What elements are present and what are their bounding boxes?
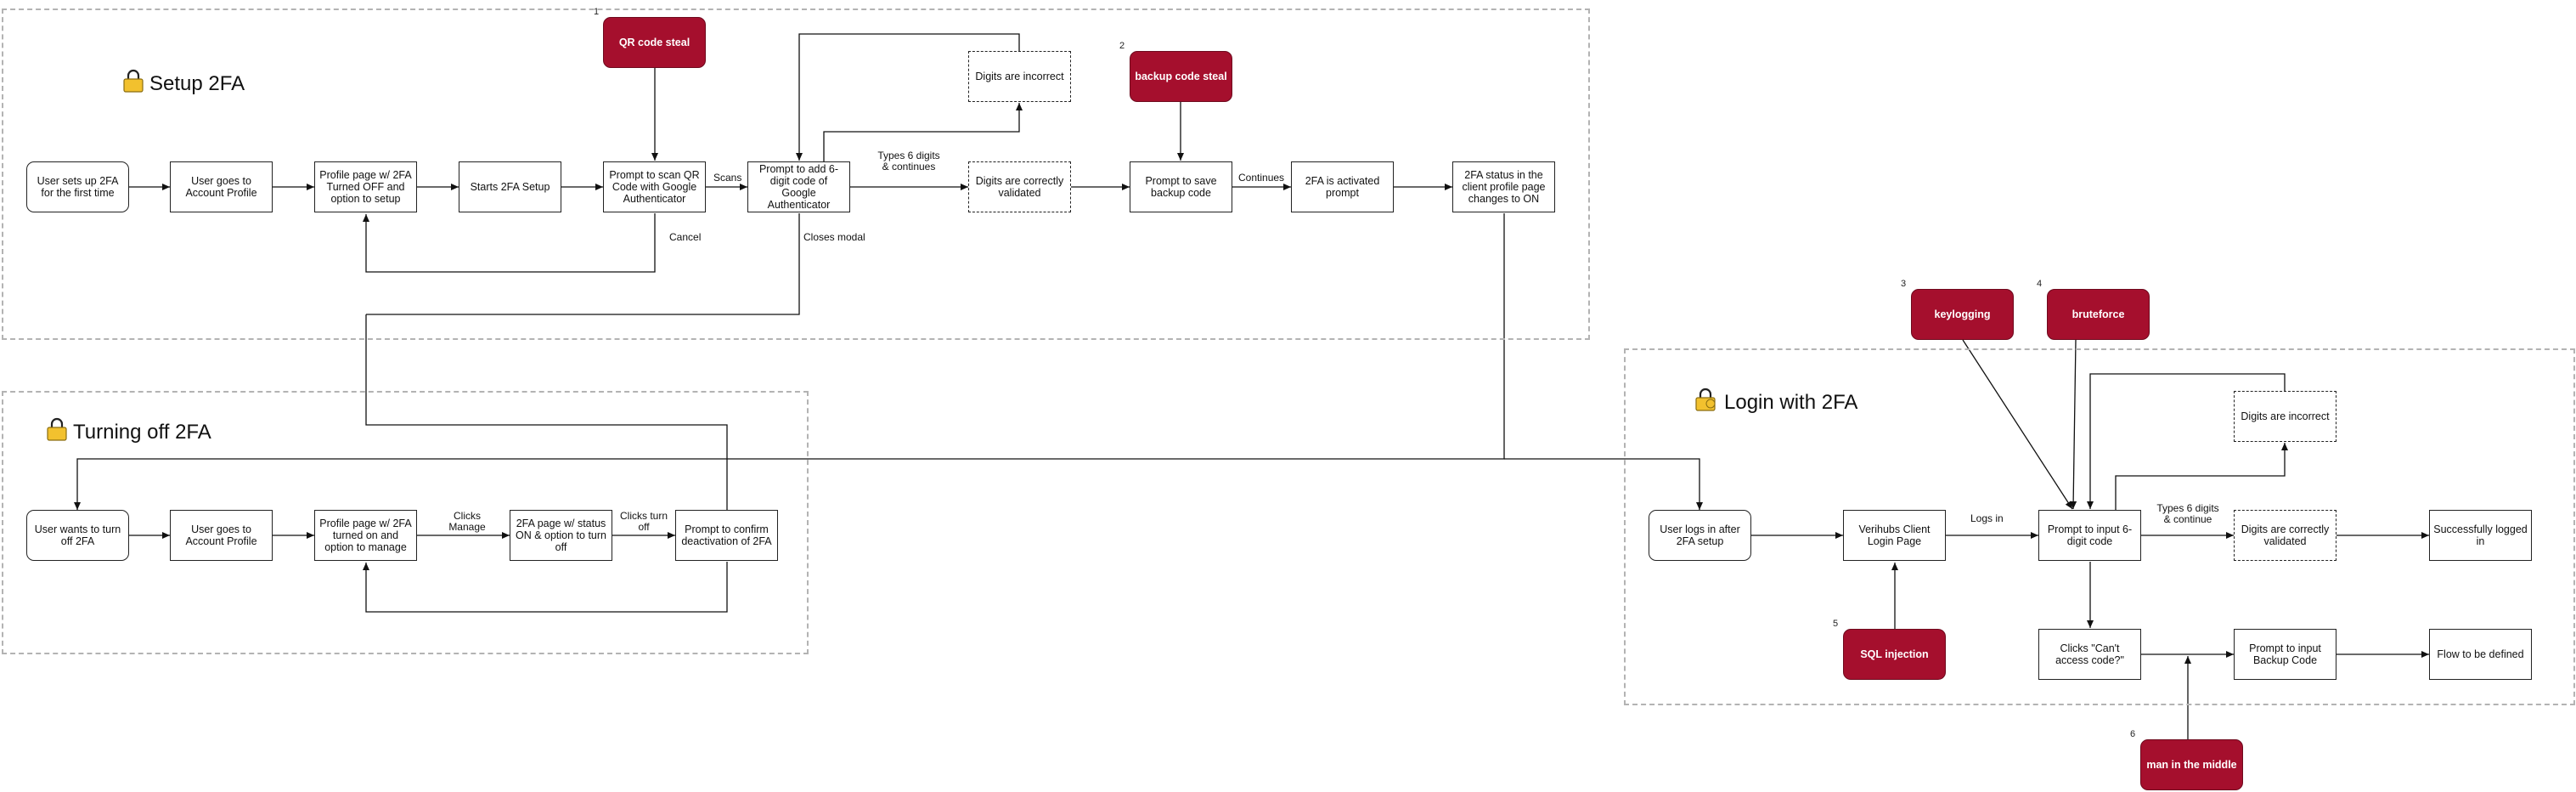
node-setup-backup[interactable]: Prompt to save backup code bbox=[1130, 161, 1232, 212]
node-login-digits-validated[interactable]: Digits are correctly validated bbox=[2234, 510, 2336, 561]
node-login-success[interactable]: Successfully logged in bbox=[2429, 510, 2532, 561]
setup-title-text: Setup 2FA bbox=[149, 71, 245, 95]
node-login-page[interactable]: Verihubs Client Login Page bbox=[1843, 510, 1946, 561]
node-setup-starts[interactable]: Starts 2FA Setup bbox=[459, 161, 561, 212]
lock-icon bbox=[46, 416, 68, 448]
threat-number: 1 bbox=[594, 7, 600, 17]
group-turning-off-2fa bbox=[2, 391, 809, 654]
login-title: Login with 2FA bbox=[1694, 387, 1857, 418]
turnoff-title-text: Turning off 2FA bbox=[73, 420, 211, 444]
login-title-text: Login with 2FA bbox=[1724, 390, 1858, 414]
node-setup-scan-qr[interactable]: Prompt to scan QR Code with Google Authe… bbox=[603, 161, 706, 212]
node-off-profile-on[interactable]: Profile page w/ 2FA turned on and option… bbox=[314, 510, 417, 561]
edge-label-scans: Scans bbox=[713, 172, 742, 184]
edge-label-types-continue: Types 6 digits & continues bbox=[877, 150, 940, 173]
group-setup-2fa bbox=[2, 8, 1590, 340]
edge-label-logs-in: Logs in bbox=[1970, 512, 2004, 524]
node-off-account[interactable]: User goes to Account Profile bbox=[170, 510, 273, 561]
threat-number: 6 bbox=[2130, 729, 2136, 739]
node-setup-digits-incorrect[interactable]: Digits are incorrect bbox=[968, 51, 1071, 102]
lock-icon bbox=[122, 68, 144, 99]
node-setup-status-on[interactable]: 2FA status in the client profile page ch… bbox=[1452, 161, 1555, 212]
node-login-start[interactable]: User logs in after 2FA setup bbox=[1649, 510, 1751, 561]
edge-label-types-continue-login: Types 6 digits & continue bbox=[2156, 502, 2219, 525]
threat-number: 5 bbox=[1833, 619, 1839, 629]
lock-icon bbox=[1694, 387, 1719, 418]
edge-label-closes-modal: Closes modal bbox=[803, 231, 865, 243]
threat-qr-code-steal[interactable]: QR code steal bbox=[603, 17, 706, 68]
threat-number: 4 bbox=[2037, 279, 2043, 289]
threat-bruteforce[interactable]: bruteforce bbox=[2047, 289, 2150, 340]
node-login-flow-tbd[interactable]: Flow to be defined bbox=[2429, 629, 2532, 680]
threat-man-in-the-middle[interactable]: man in the middle bbox=[2140, 739, 2243, 790]
turnoff-title: Turning off 2FA bbox=[46, 416, 211, 448]
edge-label-continues: Continues bbox=[1238, 172, 1285, 184]
node-setup-add-code[interactable]: Prompt to add 6-digit code of Google Aut… bbox=[747, 161, 850, 212]
threat-sql-injection[interactable]: SQL injection bbox=[1843, 629, 1946, 680]
edge-label-cancel: Cancel bbox=[669, 231, 702, 243]
node-off-confirm[interactable]: Prompt to confirm deactivation of 2FA bbox=[675, 510, 778, 561]
node-setup-start[interactable]: User sets up 2FA for the first time bbox=[26, 161, 129, 212]
threat-backup-code-steal[interactable]: backup code steal bbox=[1130, 51, 1232, 102]
node-login-digits-incorrect[interactable]: Digits are incorrect bbox=[2234, 391, 2336, 442]
edge-label-clicks-turn-off: Clicks turn off bbox=[620, 510, 668, 533]
group-login-2fa bbox=[1624, 348, 2575, 705]
threat-number: 3 bbox=[1901, 279, 1907, 289]
node-off-page-status[interactable]: 2FA page w/ status ON & option to turn o… bbox=[510, 510, 612, 561]
setup-title: Setup 2FA bbox=[122, 68, 245, 99]
node-login-input-code[interactable]: Prompt to input 6-digit code bbox=[2038, 510, 2141, 561]
node-login-cant-access[interactable]: Clicks "Can't access code?" bbox=[2038, 629, 2141, 680]
node-setup-profile-off[interactable]: Profile page w/ 2FA Turned OFF and optio… bbox=[314, 161, 417, 212]
edge-label-clicks-manage: Clicks Manage bbox=[448, 510, 486, 533]
threat-keylogging[interactable]: keylogging bbox=[1911, 289, 2014, 340]
node-setup-account[interactable]: User goes to Account Profile bbox=[170, 161, 273, 212]
node-setup-digits-validated[interactable]: Digits are correctly validated bbox=[968, 161, 1071, 212]
node-off-start[interactable]: User wants to turn off 2FA bbox=[26, 510, 129, 561]
threat-number: 2 bbox=[1119, 41, 1125, 51]
node-login-backup-input[interactable]: Prompt to input Backup Code bbox=[2234, 629, 2336, 680]
node-setup-activated[interactable]: 2FA is activated prompt bbox=[1291, 161, 1394, 212]
